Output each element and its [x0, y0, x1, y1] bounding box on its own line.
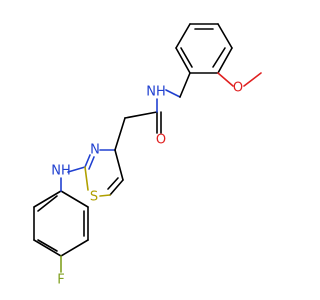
thiazole-s-label: S [90, 190, 98, 205]
methoxy-o-label: O [233, 81, 243, 96]
thiazole-n-label: N [90, 143, 100, 158]
carbonyl-o-label: O [156, 133, 166, 148]
bond-lines [33, 23, 262, 273]
aniline-nh-label: NH [51, 164, 71, 179]
fluorine-label: F [57, 273, 64, 288]
amide-nh-label: NH [146, 85, 166, 100]
chemical-structure: F NH N S O NH O [33, 23, 262, 288]
atom-labels: F NH N S O NH O [51, 81, 243, 288]
